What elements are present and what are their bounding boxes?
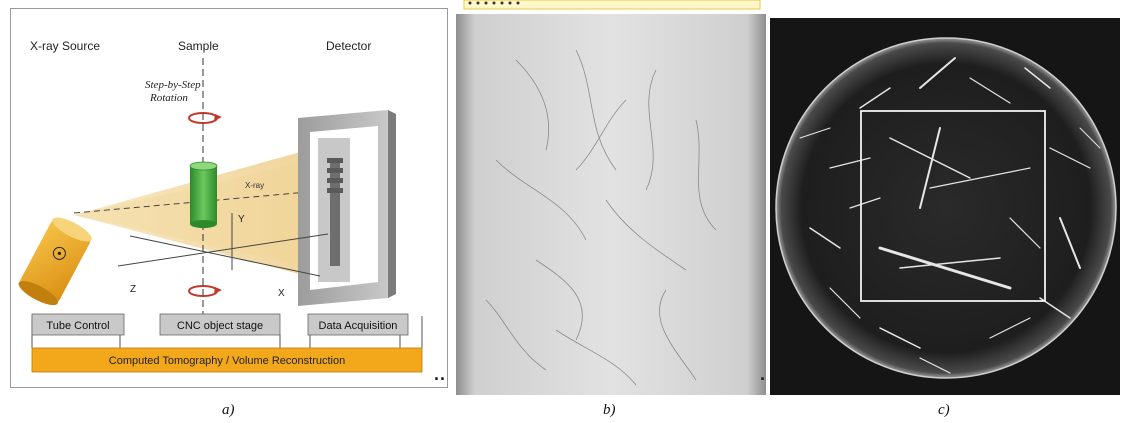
ct-cross-section-image	[770, 18, 1120, 395]
ct-schematic-diagram: X-ray Source Sample Detector Step-by-Ste…	[10, 8, 448, 388]
reconstruction-bar	[31, 347, 423, 373]
tube-control-label: Tube Control	[46, 320, 109, 332]
data-acquisition-label: Data Acquisition	[319, 320, 398, 332]
cnc-stage-box	[159, 313, 281, 336]
top-rotation-arrow-icon	[188, 112, 222, 124]
region-of-interest-box	[860, 110, 1046, 302]
reconstruction-label: Computed Tomography / Volume Reconstruct…	[109, 355, 345, 367]
rotation-label-line1: Step-by-Step	[145, 79, 201, 91]
cnc-stage-label: CNC object stage	[177, 320, 263, 332]
radiation-symbol-icon	[52, 246, 66, 260]
rotation-label-line2: Rotation	[149, 92, 188, 104]
fiber-traces	[485, 49, 717, 386]
sample-label: Sample	[178, 39, 219, 53]
fiber-fragments	[799, 57, 1101, 374]
axis-y-label: Y	[238, 214, 245, 225]
data-acquisition-box	[307, 313, 409, 336]
detector-frame	[298, 110, 396, 306]
xray-source-label: X-ray Source	[30, 39, 100, 53]
xray-source-tube	[18, 217, 92, 306]
coordinate-axes	[117, 213, 329, 277]
radiograph-top-strip	[463, 0, 761, 10]
caption-a: a)	[222, 402, 235, 418]
caption-c: c)	[938, 402, 950, 418]
axis-x-label: X	[278, 288, 285, 299]
detector-label: Detector	[326, 39, 371, 53]
separator-dots-left: ..	[434, 364, 447, 384]
sample-cross-section	[775, 37, 1117, 379]
xray-beam-label: X-ray	[245, 181, 264, 190]
caption-b: b)	[603, 402, 616, 418]
separator-dots-right: .	[760, 364, 767, 384]
radiograph-projection-image	[456, 0, 766, 395]
axis-z-label: Z	[130, 284, 136, 295]
bottom-rotation-arrow-icon	[188, 285, 222, 297]
radiograph-body	[456, 14, 766, 395]
tube-control-box	[31, 313, 125, 336]
sample-cylinder	[189, 161, 218, 228]
radiograph-top-marks	[468, 1, 520, 5]
